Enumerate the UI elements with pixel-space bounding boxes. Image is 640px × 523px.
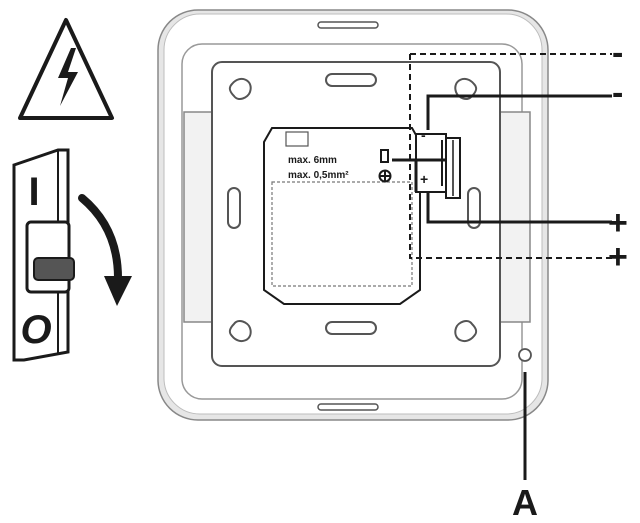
terminal-inner-plus: + [608, 204, 628, 242]
terminal-block: - + [415, 127, 461, 199]
device-terminal-bottom-symbol: + [420, 171, 428, 187]
switch-insert: max. 6mm max. 0,5mm² [263, 127, 421, 305]
callout-label: A [512, 482, 538, 523]
device-label-line2: max. 0,5mm² [288, 170, 349, 181]
breaker-off-label: O [20, 308, 51, 352]
device-terminal-top-symbol: - [421, 127, 426, 143]
device-terminal-top [380, 149, 389, 163]
breaker-on-label: I [28, 170, 39, 214]
circuit-breaker-switch-icon: I O [12, 148, 75, 362]
terminal-outer-plus: + [608, 238, 628, 276]
wiring-lines [392, 53, 612, 259]
switch-off-arrow-icon [78, 194, 132, 306]
terminal-inner-minus: - [612, 74, 623, 112]
high-voltage-warning-icon [18, 18, 114, 120]
terminal-outer-minus: - [612, 34, 623, 72]
breaker-toggle [33, 257, 75, 281]
callout-a: A [512, 348, 538, 523]
device-label-line1: max. 6mm [288, 155, 337, 166]
status-led [518, 348, 532, 362]
